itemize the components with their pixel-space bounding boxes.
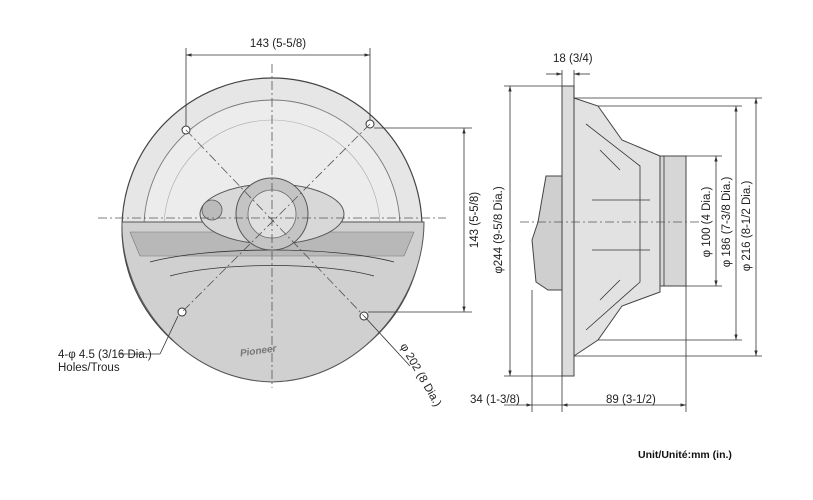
front-view: Pioneer [98,64,446,388]
unit-label: Unit/Unité:mm (in.) [638,449,732,461]
right-height-label: 143 (5-5/8) [469,192,481,248]
basket-diameter-label: φ 216 (8-1/2 Dia.) [741,181,753,272]
bolt-circle-label: φ 202 (8 Dia.) [397,342,443,409]
grille-cover [121,221,425,383]
top-width-label: 143 (5-5/8) [250,38,306,50]
overall-diameter-dimension: φ244 (9-5/8 Dia.) [493,85,562,377]
depth-dimensions: 34 (1-3/8) 89 (3-1/2) [470,286,687,412]
magnet-diameter-dimension: φ 100 (4 Dia.) [686,155,722,287]
front-depth-label: 34 (1-3/8) [470,394,520,406]
grille-side [531,175,563,291]
cutout-diameter-label: φ 186 (7-3/8 Dia.) [721,177,733,268]
holes-label-line1: 4-φ 4.5 (3/16 Dia.) [58,349,152,361]
mounting-flange [561,85,575,377]
speaker-basket [573,97,661,357]
mount-depth-label: 89 (3-1/2) [606,394,656,406]
holes-callout: 4-φ 4.5 (3/16 Dia.) Holes/Trous [58,315,179,374]
top-width-dimension: 143 (5-5/8) [185,38,371,126]
brand-logo: Pioneer [239,343,278,359]
flange-thickness-label: 18 (3/4) [553,53,593,65]
flange-thickness-dimension: 18 (3/4) [546,53,593,98]
right-height-dimension: 143 (5-5/8) [368,127,481,313]
holes-label-line2: Holes/Trous [58,362,120,374]
basket-diameter-dimension: φ 216 (8-1/2 Dia.) [574,97,762,357]
side-view [520,85,700,377]
cutout-diameter-dimension: φ 186 (7-3/8 Dia.) [598,105,742,341]
overall-diameter-label: φ244 (9-5/8 Dia.) [493,186,505,274]
magnet-diameter-label: φ 100 (4 Dia.) [701,186,713,257]
